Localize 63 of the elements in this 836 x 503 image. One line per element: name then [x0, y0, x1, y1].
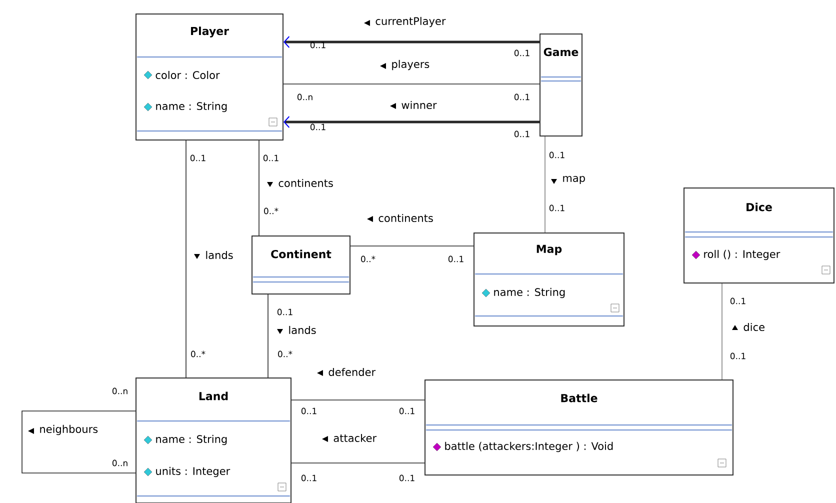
class-name: Dice [746, 202, 772, 212]
multiplicity: 0..1 [549, 152, 564, 158]
multiplicity: 0..* [264, 208, 278, 214]
edge-label: winner [400, 100, 438, 110]
edge-label: players [390, 58, 431, 72]
multiplicity: 0..* [191, 350, 206, 358]
multiplicity: 0..1 [399, 474, 414, 482]
class-name: Map [536, 244, 562, 256]
multiplicity: 0..1 [301, 408, 316, 414]
edge-label: continents [377, 212, 434, 224]
multiplicity: 0..1 [448, 256, 464, 262]
class-box [136, 378, 292, 503]
association-line [291, 462, 425, 464]
class-box [540, 34, 582, 136]
edge-label: lands [287, 324, 318, 336]
edge-label: lands [204, 250, 234, 260]
multiplicity: 0..1 [514, 94, 530, 100]
class-name: Game [544, 48, 578, 56]
attribute: name : String [156, 434, 227, 446]
association-line [22, 410, 136, 474]
multiplicity: 0..1 [549, 204, 564, 212]
multiplicity: 0..n [112, 388, 128, 394]
edge-label: currentPlayer [374, 16, 447, 28]
multiplicity: 0..1 [190, 154, 206, 162]
class-box [252, 236, 350, 294]
multiplicity: 0..1 [310, 124, 326, 130]
association-line [258, 140, 260, 236]
attribute: units : Integer [156, 466, 230, 478]
multiplicity: 0..1 [730, 352, 746, 360]
operation: roll () : Integer [704, 250, 780, 260]
association-line [284, 116, 540, 128]
multiplicity: 0..1 [310, 42, 326, 48]
attribute: name : String [156, 102, 227, 112]
edge-label: continents [277, 178, 334, 188]
multiplicity: 0..1 [277, 308, 292, 316]
edge-label: dice [742, 322, 766, 332]
class-box [424, 380, 734, 476]
edge-label: neighbours [38, 424, 100, 436]
multiplicity: 0..1 [514, 50, 530, 56]
multiplicity: 0..1 [301, 474, 316, 482]
edge-label: map [561, 174, 587, 186]
class-name: Continent [271, 250, 332, 258]
operation: battle (attackers:Integer ) : Void [445, 442, 613, 452]
multiplicity: 0..n [112, 460, 128, 466]
multiplicity: 0..1 [514, 130, 530, 138]
class-box [474, 232, 624, 326]
association-line [544, 136, 546, 233]
multiplicity: 0..* [361, 256, 376, 262]
multiplicity: 0..1 [399, 408, 414, 414]
attribute: color : Color [156, 70, 220, 80]
multiplicity: 0..n [297, 94, 312, 100]
association-line [284, 36, 540, 48]
class-box [684, 188, 834, 284]
class-box [136, 14, 284, 140]
class-name: Land [199, 392, 228, 400]
multiplicity: 0..* [278, 350, 292, 358]
multiplicity: 0..1 [263, 154, 278, 162]
multiplicity: 0..1 [730, 298, 746, 304]
attribute: name : String [494, 288, 565, 298]
class-name: Battle [561, 394, 598, 402]
edge-label: attacker [332, 432, 378, 444]
class-name: Player [191, 26, 229, 38]
edge-label: defender [327, 366, 377, 378]
